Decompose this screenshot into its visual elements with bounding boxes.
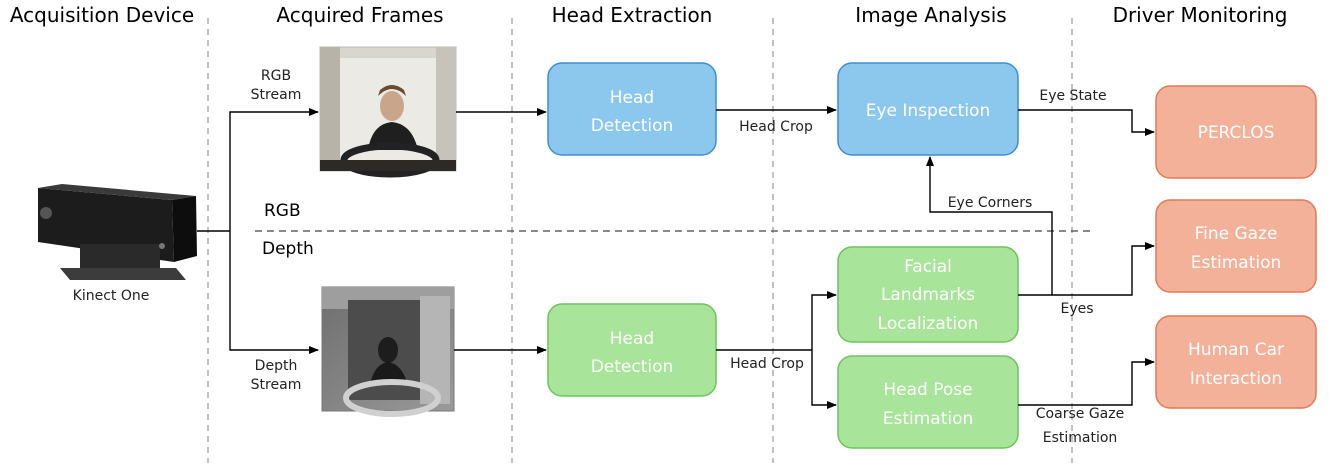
facial-landmarks-line2: Landmarks bbox=[881, 285, 975, 305]
depth-stream-label-line1: Depth bbox=[255, 358, 298, 374]
edge-label-eyes: Eyes bbox=[1060, 301, 1093, 317]
arrow-eye-state bbox=[1018, 109, 1155, 136]
depth-frame-image bbox=[321, 286, 455, 417]
column-title-driver-monitoring: Driver Monitoring bbox=[1113, 3, 1288, 27]
head-detection-rgb-line1: Head bbox=[610, 88, 654, 108]
arrow-eyes bbox=[1018, 242, 1155, 296]
facial-landmarks-line3: Localization bbox=[878, 314, 979, 334]
device-label: Kinect One bbox=[73, 288, 150, 304]
perclos-box: PERCLOS bbox=[1155, 85, 1317, 179]
fine-gaze-line1: Fine Gaze bbox=[1195, 224, 1278, 244]
head-detection-depth-box: Head Detection bbox=[547, 303, 717, 397]
column-separators bbox=[207, 18, 1073, 463]
kinect-device-image bbox=[38, 184, 197, 280]
head-detection-depth-line1: Head bbox=[610, 329, 654, 349]
arrow-head-crop-depth bbox=[716, 291, 837, 409]
rgb-frame-image bbox=[319, 46, 457, 178]
head-pose-box: Head Pose Estimation bbox=[837, 355, 1019, 449]
column-title-head-extraction: Head Extraction bbox=[552, 3, 713, 27]
edge-label-head-crop-depth: Head Crop bbox=[730, 356, 804, 372]
depth-stream-label-line2: Stream bbox=[251, 377, 302, 393]
rgb-stream-label-line1: RGB bbox=[261, 68, 291, 84]
human-car-interaction-box: Human Car Interaction bbox=[1155, 315, 1317, 409]
head-detection-depth-line2: Detection bbox=[591, 357, 674, 377]
divider-label-depth: Depth bbox=[262, 239, 314, 259]
fine-gaze-box: Fine Gaze Estimation bbox=[1155, 199, 1317, 293]
head-pose-line1: Head Pose bbox=[883, 380, 972, 400]
human-car-line2: Interaction bbox=[1190, 369, 1282, 389]
eye-inspection-line1: Eye Inspection bbox=[866, 101, 990, 121]
facial-landmarks-line1: Facial bbox=[904, 257, 952, 277]
arrow-eye-corners bbox=[926, 156, 1053, 295]
facial-landmarks-box: Facial Landmarks Localization bbox=[837, 246, 1019, 343]
edge-label-eye-corners: Eye Corners bbox=[948, 195, 1033, 211]
head-detection-rgb-box: Head Detection bbox=[547, 62, 717, 156]
head-pose-line2: Estimation bbox=[883, 409, 974, 429]
column-title-image-analysis: Image Analysis bbox=[855, 3, 1006, 27]
perclos-line1: PERCLOS bbox=[1198, 123, 1275, 143]
divider-label-rgb: RGB bbox=[264, 201, 301, 221]
edge-label-eye-state: Eye State bbox=[1039, 88, 1106, 104]
edge-label-coarse-gaze-line1: Coarse Gaze bbox=[1036, 406, 1124, 422]
rgb-stream-label-line2: Stream bbox=[251, 87, 302, 103]
fine-gaze-line2: Estimation bbox=[1191, 253, 1282, 273]
device-stream-connectors bbox=[197, 108, 319, 354]
column-title-acquisition-device: Acquisition Device bbox=[10, 3, 194, 27]
edge-label-coarse-gaze-line2: Estimation bbox=[1043, 430, 1118, 446]
human-car-line1: Human Car bbox=[1188, 340, 1284, 360]
eye-inspection-box: Eye Inspection bbox=[837, 62, 1019, 156]
column-title-acquired-frames: Acquired Frames bbox=[276, 3, 443, 27]
edge-label-head-crop-rgb: Head Crop bbox=[739, 119, 813, 135]
arrow-coarse-gaze bbox=[1018, 358, 1155, 406]
head-detection-rgb-line2: Detection bbox=[591, 116, 674, 136]
